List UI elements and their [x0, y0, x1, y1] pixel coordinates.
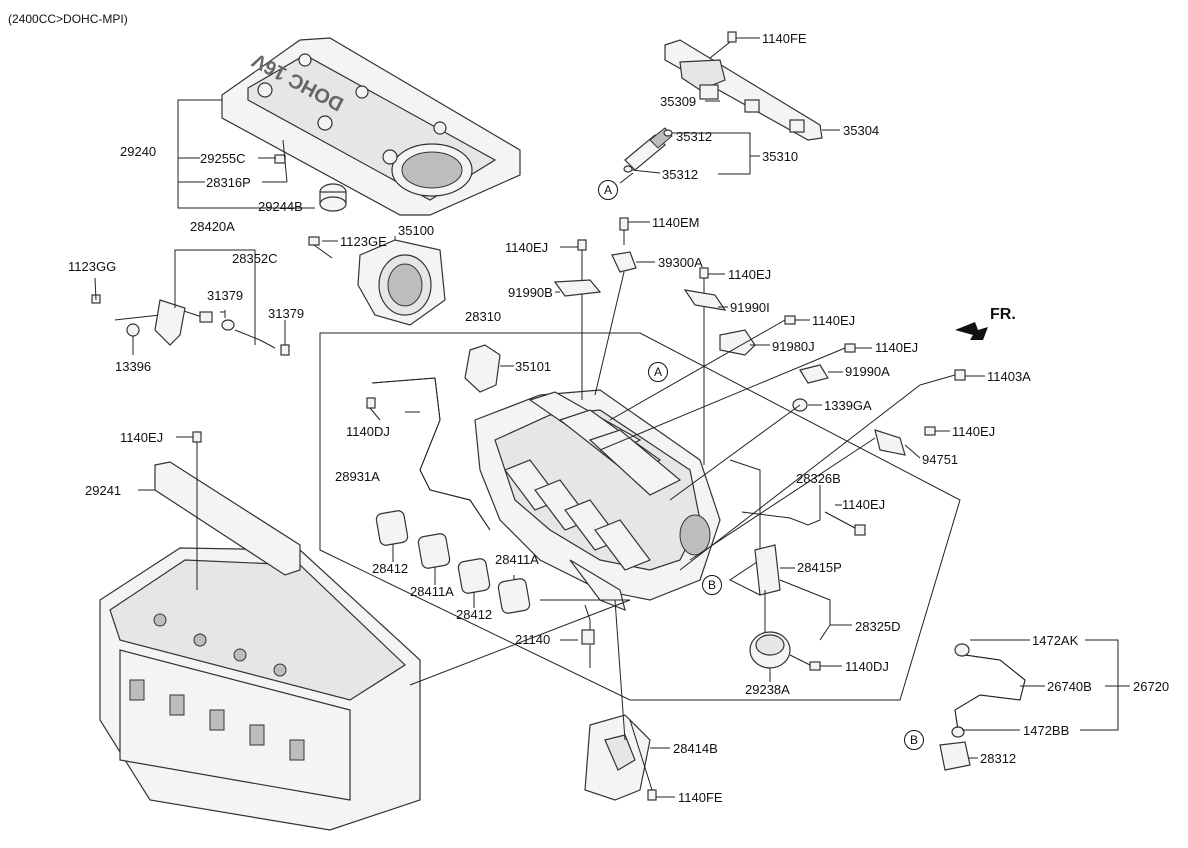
coolant-pipe	[114, 299, 213, 346]
part-label: 28312	[980, 751, 1017, 766]
part-label: 28411A	[410, 584, 454, 599]
ref-marker-b: B	[702, 575, 722, 595]
part-label: 28412	[456, 607, 493, 622]
part-label: 35100	[398, 223, 435, 238]
front-indicator: FR.	[990, 306, 1016, 323]
part-label: 28412	[372, 561, 409, 576]
cylinder-head	[99, 547, 421, 831]
part-label: 28420A	[190, 219, 235, 234]
part-label: 28326B	[796, 471, 841, 486]
part-label: 29241	[85, 483, 122, 498]
part-label: 35101	[515, 359, 552, 374]
part-label: 28316P	[206, 175, 251, 190]
part-label: 11403A	[987, 369, 1031, 384]
engine-cover	[221, 37, 521, 216]
part-label: 1140EJ	[505, 240, 549, 255]
part-label: 39300A	[658, 255, 703, 270]
part-label: 1140DJ	[346, 424, 390, 439]
part-label: 35309	[660, 94, 697, 109]
part-label: 1140EM	[652, 215, 700, 230]
part-label: 91990I	[730, 300, 770, 315]
oil-filler-cap	[319, 183, 347, 212]
ref-marker-b: B	[904, 730, 924, 750]
part-label: 91990A	[845, 364, 890, 379]
part-label: 1140DJ	[845, 659, 889, 674]
part-label: 26720	[1133, 679, 1170, 694]
part-label: 28310	[465, 309, 502, 324]
ref-marker-a: A	[648, 362, 668, 382]
front-arrow-icon	[955, 322, 988, 340]
part-label: 35310	[762, 149, 799, 164]
part-label: 1472BB	[1023, 723, 1070, 738]
part-label: 28931A	[335, 469, 380, 484]
part-label: 28352C	[232, 251, 278, 266]
part-label: 91990B	[508, 285, 553, 300]
part-label: 29238A	[745, 682, 790, 697]
part-label: 94751	[922, 452, 959, 467]
part-label: 1140EJ	[952, 424, 996, 439]
fuel-rail	[664, 39, 823, 141]
part-label: 91980J	[772, 339, 815, 354]
ref-marker-a: A	[598, 180, 618, 200]
part-label: 1140EJ	[812, 313, 856, 328]
part-label: 1339GA	[824, 398, 872, 413]
part-label: 35312	[662, 167, 699, 182]
part-label: 1123GE	[340, 234, 387, 249]
part-label: 1140EJ	[120, 430, 164, 445]
part-label: 31379	[207, 288, 244, 303]
part-label: 35312	[676, 129, 713, 144]
part-label: 1140FE	[678, 790, 723, 805]
part-label: 29240	[120, 144, 157, 159]
part-label: 31379	[268, 306, 305, 321]
part-label: 1123GG	[68, 259, 117, 274]
part-label: 26740B	[1047, 679, 1092, 694]
part-label: 13396	[115, 359, 152, 374]
part-label: 1472AK	[1032, 633, 1079, 648]
engine-spec-caption: (2400CC>DOHC-MPI)	[8, 12, 128, 26]
part-label: 28411A	[495, 552, 539, 567]
part-label: 1140EJ	[842, 497, 886, 512]
part-label: 1140EJ	[875, 340, 919, 355]
part-label: 21140	[515, 632, 551, 647]
part-label: 29244B	[258, 199, 303, 214]
throttle-body	[357, 239, 446, 326]
part-label: 28414B	[673, 741, 718, 756]
part-label: 1140FE	[762, 31, 807, 46]
part-label: 28415P	[797, 560, 842, 575]
rubber-hose	[221, 319, 290, 356]
part-label: 35304	[843, 123, 880, 138]
part-label: 28325D	[855, 619, 901, 634]
intake-manifold	[474, 389, 721, 611]
part-label: 29255C	[200, 151, 246, 166]
part-label: 1140EJ	[728, 267, 772, 282]
